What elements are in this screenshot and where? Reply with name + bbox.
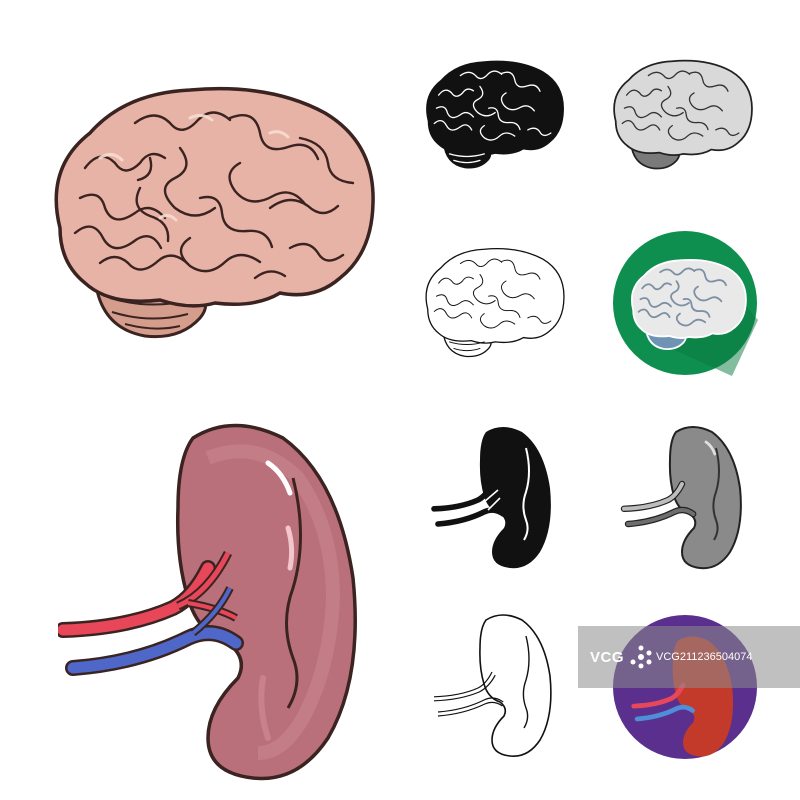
kidney-outline-icon [428, 612, 560, 760]
kidney-black-icon [428, 424, 560, 572]
brain-monochrome-icon [606, 56, 756, 170]
brain-outline-icon [418, 244, 568, 358]
brain-cartoon-icon [40, 78, 380, 340]
kidney-monochrome-icon [618, 424, 750, 572]
brain-flat-icon [612, 230, 758, 376]
kidney-cartoon-icon [58, 418, 368, 788]
watermark-logo-icon [630, 645, 652, 669]
brain-black-icon [418, 56, 568, 170]
watermark-logo: VCG [590, 648, 625, 666]
watermark-id: VCG211236504074 [656, 651, 753, 663]
watermark: VCG VCG211236504074 [578, 626, 800, 688]
